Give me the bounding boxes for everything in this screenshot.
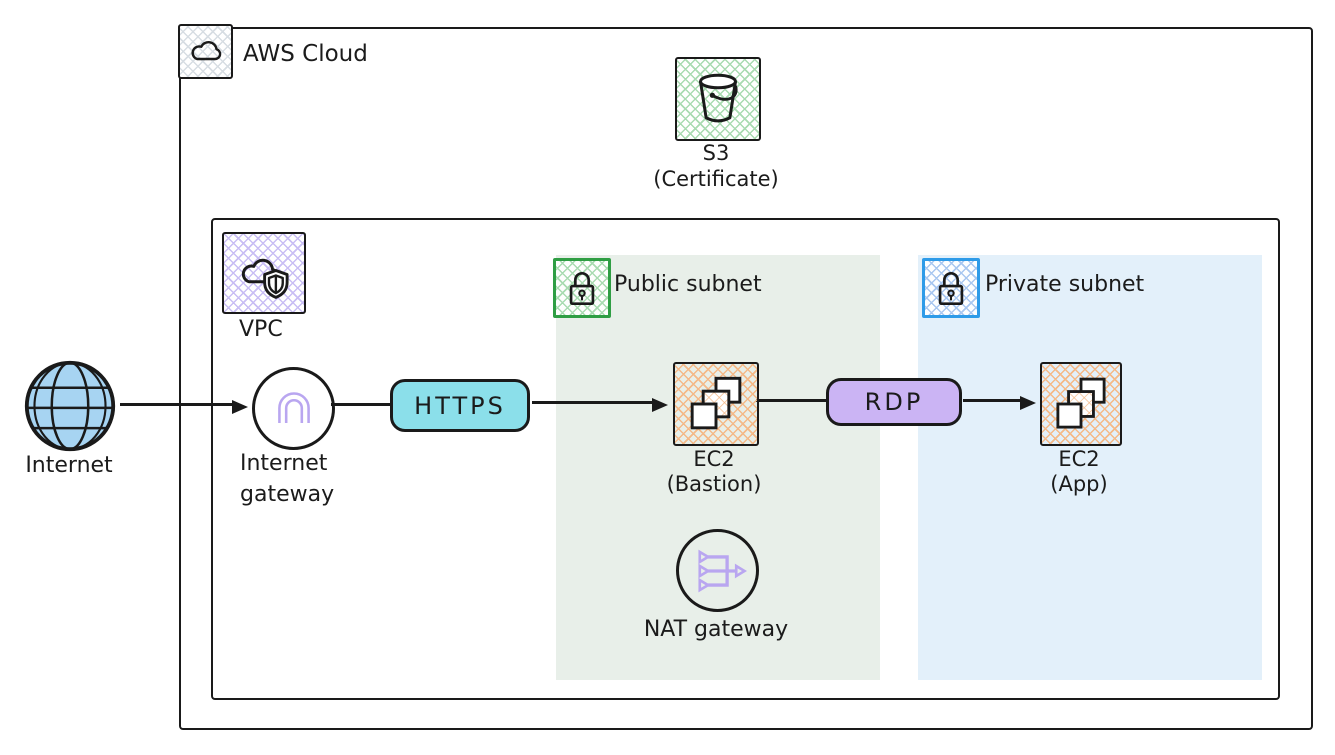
lock-icon [938, 271, 964, 306]
lock-icon [569, 271, 595, 306]
s3-label: S3 (Certificate) [638, 140, 794, 192]
vpc-icon [222, 232, 306, 314]
vpc-label: VPC [239, 317, 283, 342]
private-subnet-icon [922, 258, 980, 318]
ec2-bastion-icon [673, 362, 759, 446]
ec2-bastion-label: EC2 (Bastion) [639, 447, 789, 497]
nat-gateway-icon [697, 549, 747, 592]
ec2-instances-icon [690, 376, 742, 430]
internet-gateway-node [252, 367, 335, 450]
s3-icon [675, 57, 761, 141]
ec2-app-name: EC2 [1058, 447, 1100, 471]
internet-gateway-label-line1: Internet [240, 451, 328, 476]
nat-gateway-node [676, 529, 759, 612]
aws-cloud-boundary [179, 27, 1313, 730]
internet-gateway-arch-icon [277, 391, 310, 423]
rdp-edge-label: RDP [826, 378, 962, 426]
public-subnet-label: Public subnet [614, 272, 762, 297]
aws-cloud-icon [178, 24, 233, 79]
s3-sublabel: (Certificate) [653, 167, 779, 191]
internet-label: Internet [25, 453, 113, 478]
ec2-instances-icon [1056, 377, 1106, 429]
bucket-icon [699, 73, 738, 123]
nat-gateway-label: NAT gateway [643, 617, 789, 642]
vpc-boundary [211, 218, 1280, 700]
https-edge-label: HTTPS [390, 379, 530, 432]
rdp-text: RDP [864, 388, 924, 416]
internet-gateway-label-line2: gateway [240, 482, 335, 507]
public-subnet-icon [553, 258, 611, 318]
aws-cloud-label: AWS Cloud [243, 41, 368, 67]
globe-icon [24, 360, 116, 452]
edge-internet-to-igw [120, 400, 248, 415]
cloud-icon [190, 40, 221, 60]
https-text: HTTPS [414, 391, 506, 420]
ec2-app-label: EC2 (App) [1004, 447, 1154, 497]
cloud-shield-icon [241, 258, 289, 299]
ec2-app-sublabel: (App) [1050, 472, 1108, 496]
ec2-bastion-sublabel: (Bastion) [666, 472, 762, 496]
private-subnet-label: Private subnet [985, 272, 1145, 297]
edge-rdp-to-app [963, 396, 1036, 411]
ec2-bastion-name: EC2 [693, 447, 735, 471]
internet-gateway-label: Internet gateway [240, 448, 334, 510]
ec2-app-icon [1040, 362, 1122, 446]
edge-bastion-to-rdp [756, 399, 826, 402]
edge-igw-to-https [331, 403, 391, 406]
edge-https-to-bastion [532, 398, 668, 413]
private-subnet-area [918, 255, 1262, 680]
s3-name: S3 [702, 141, 730, 165]
